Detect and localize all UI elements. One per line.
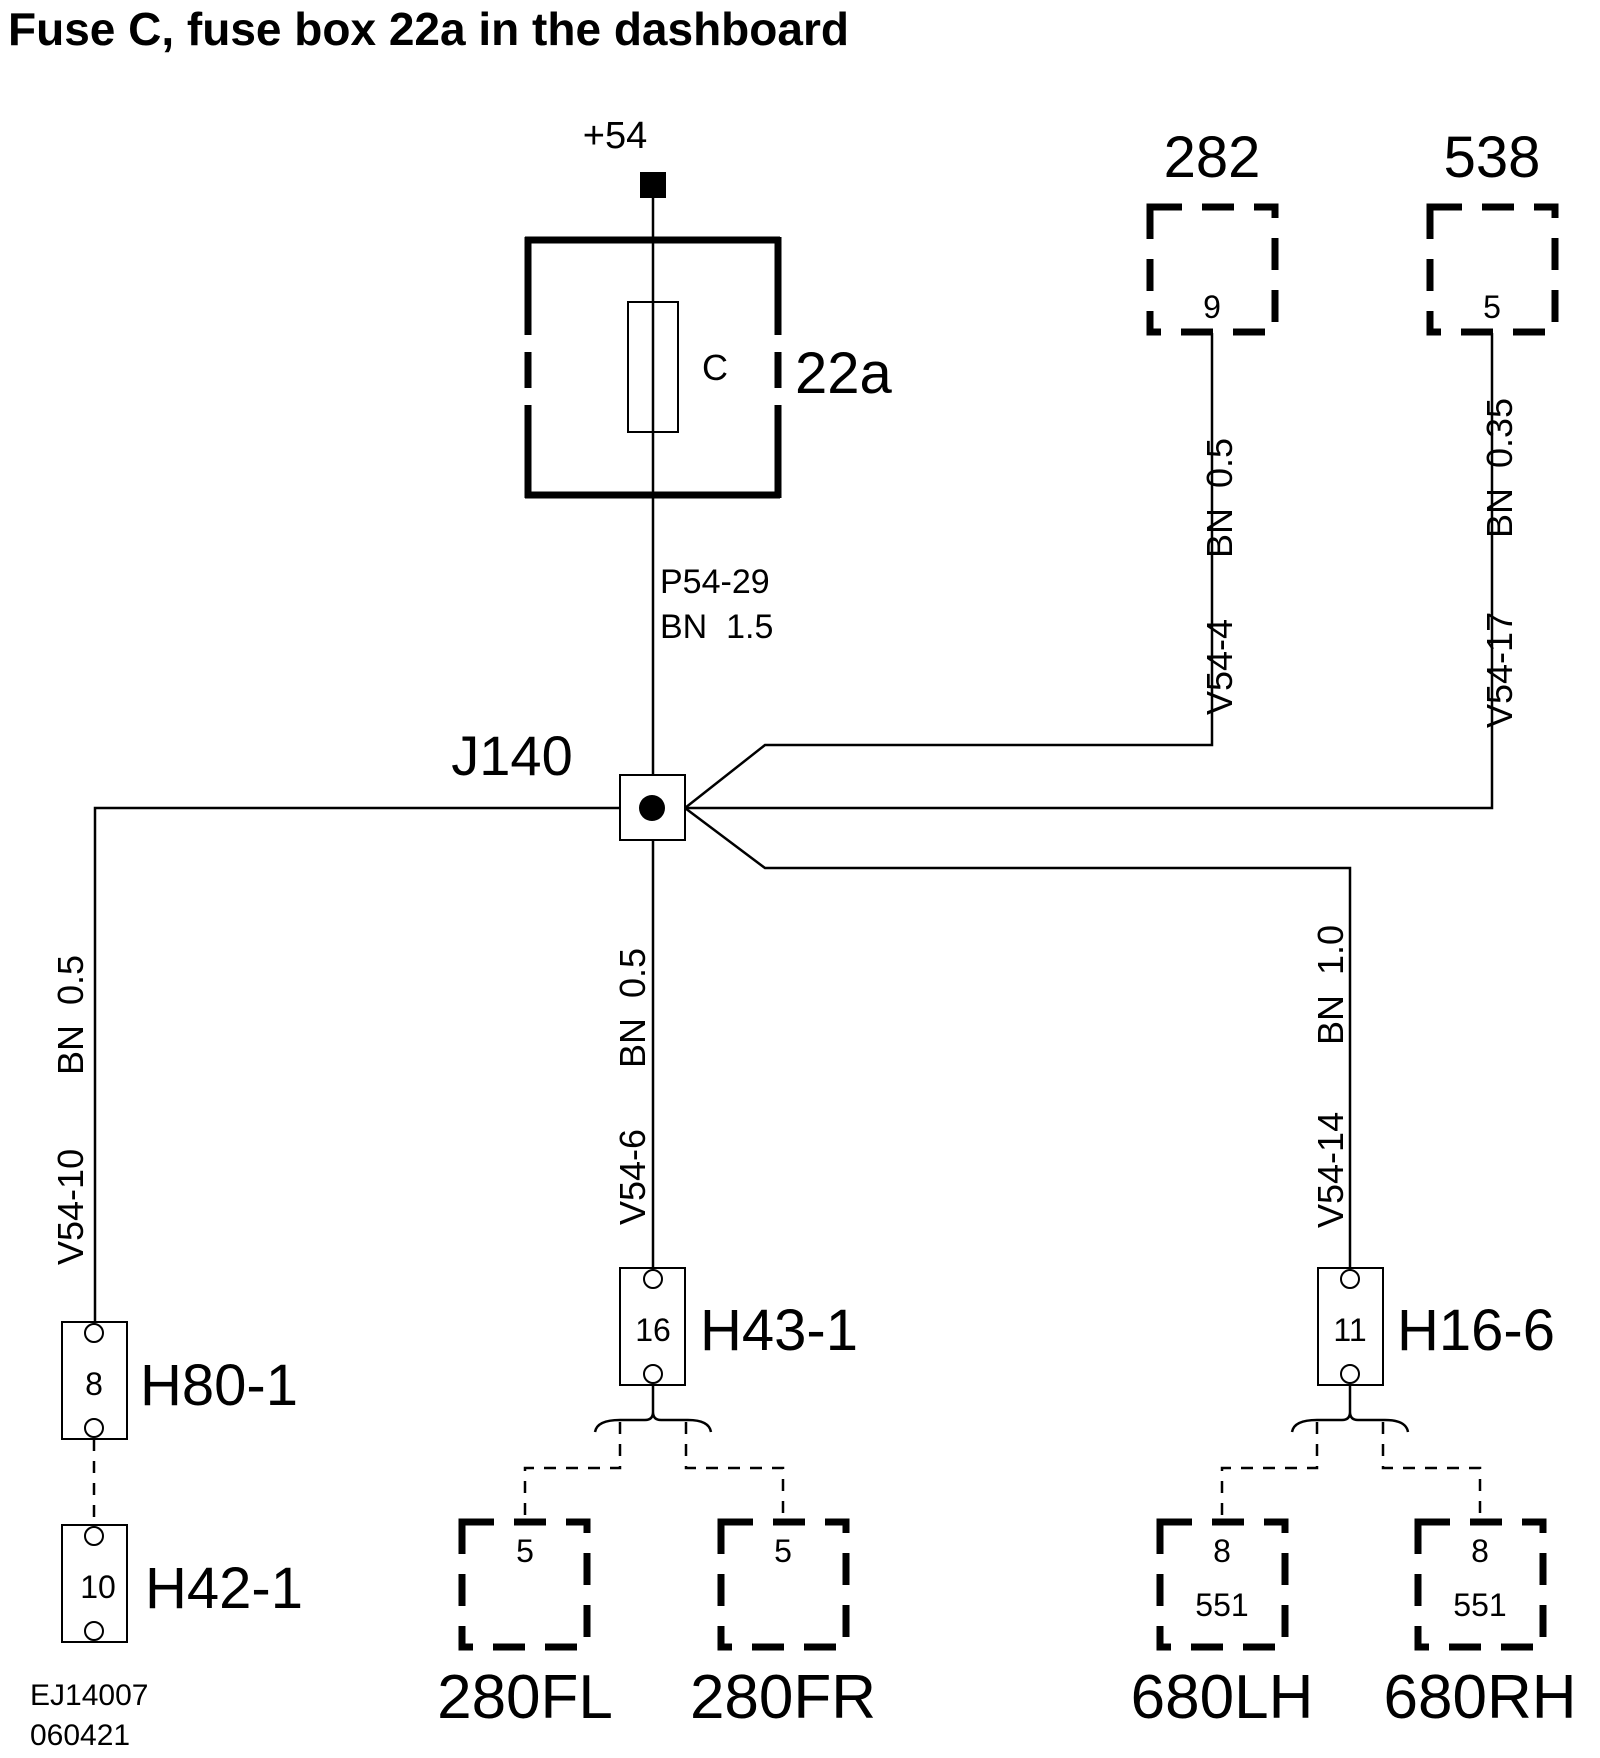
connector-h43-1-pin-top [643, 1269, 663, 1289]
wire-v54-14-spec: BN 1.0 [1310, 925, 1351, 1045]
connector-h80-1-pin-bottom [84, 1418, 104, 1438]
component-280fl-label: 280FL [437, 1663, 613, 1732]
fuse-box-label: 22a [795, 341, 893, 406]
component-280fl-pin: 5 [516, 1533, 534, 1569]
wire-v54-4-spec: BN 0.5 [1199, 438, 1240, 558]
component-680lh-label: 680LH [1131, 1663, 1314, 1732]
component-282-label: 282 [1164, 125, 1261, 190]
component-538-label: 538 [1444, 125, 1541, 190]
wire-v54-10-id: V54-10 [50, 1149, 91, 1265]
wire-v54-6-id: V54-6 [612, 1129, 653, 1225]
connector-h80-1-label: H80-1 [140, 1353, 298, 1418]
component-280fr-label: 280FR [690, 1663, 876, 1732]
brace-h43-1 [593, 1385, 713, 1433]
connector-h43-1-pin: 16 [635, 1312, 671, 1348]
feed-wire-spec: BN 1.5 [660, 608, 773, 646]
wire-to-h80-1 [93, 806, 620, 1322]
branch-to-680lh [1220, 1422, 1319, 1522]
component-282 [1146, 203, 1279, 336]
component-680lh [1156, 1518, 1289, 1651]
connector-h16-6-pin: 11 [1333, 1312, 1366, 1348]
branch-to-280fl [523, 1422, 622, 1522]
component-680lh-pin: 8 [1213, 1533, 1231, 1569]
wire-to-h16-6 [684, 807, 1352, 1268]
component-538 [1426, 203, 1559, 336]
branch-to-680rh [1381, 1422, 1482, 1522]
diagram-title: Fuse C, fuse box 22a in the dashboard [8, 3, 849, 55]
junction-node [639, 795, 665, 821]
connector-h80-1-pin: 8 [85, 1366, 103, 1402]
branch-to-280fr [684, 1422, 785, 1522]
component-680lh-sub: 551 [1195, 1587, 1248, 1623]
wire-v54-6-spec: BN 0.5 [612, 948, 653, 1068]
fuse-box-22a [524, 236, 782, 499]
component-680rh-label: 680RH [1384, 1663, 1577, 1732]
connector-h43-1-label: H43-1 [700, 1298, 858, 1363]
connector-h42-1-label: H42-1 [145, 1556, 303, 1621]
brace-h16-6 [1290, 1385, 1410, 1433]
component-280fr [717, 1518, 850, 1651]
fuse-label: C [702, 347, 728, 388]
connector-h42-1-pin: 10 [80, 1569, 116, 1605]
wire-to-282 [684, 333, 1214, 809]
supply-terminal [640, 172, 666, 198]
supply-label: +54 [583, 115, 647, 157]
connector-h16-6-pin-top [1340, 1269, 1360, 1289]
wire-v54-4-id: V54-4 [1199, 619, 1240, 715]
connector-h16-6-pin-bottom [1340, 1364, 1360, 1384]
connector-h42-1-pin-bottom [84, 1621, 104, 1641]
component-282-pin: 9 [1203, 289, 1221, 325]
connector-h80-1-pin-top [84, 1323, 104, 1343]
connector-h16-6-label: H16-6 [1397, 1298, 1555, 1363]
feed-wire-id: P54-29 [660, 563, 770, 601]
wire-v54-10-spec: BN 0.5 [50, 955, 91, 1075]
component-680rh [1414, 1518, 1547, 1651]
footer-code: EJ14007 [30, 1679, 148, 1712]
component-280fl [458, 1518, 591, 1651]
component-538-pin: 5 [1483, 289, 1501, 325]
wire-v54-17-id: V54-17 [1479, 612, 1520, 728]
component-280fr-pin: 5 [774, 1533, 792, 1569]
wire-to-538 [685, 333, 1494, 810]
component-680rh-pin: 8 [1471, 1533, 1489, 1569]
footer-date: 060421 [30, 1719, 130, 1752]
connector-h42-1-pin-top [84, 1526, 104, 1546]
wire-v54-14-id: V54-14 [1310, 1112, 1351, 1228]
wire-v54-17-spec: BN 0.35 [1479, 398, 1520, 538]
component-680rh-sub: 551 [1453, 1587, 1506, 1623]
connector-h43-1-pin-bottom [643, 1364, 663, 1384]
junction-label: J140 [451, 724, 572, 787]
